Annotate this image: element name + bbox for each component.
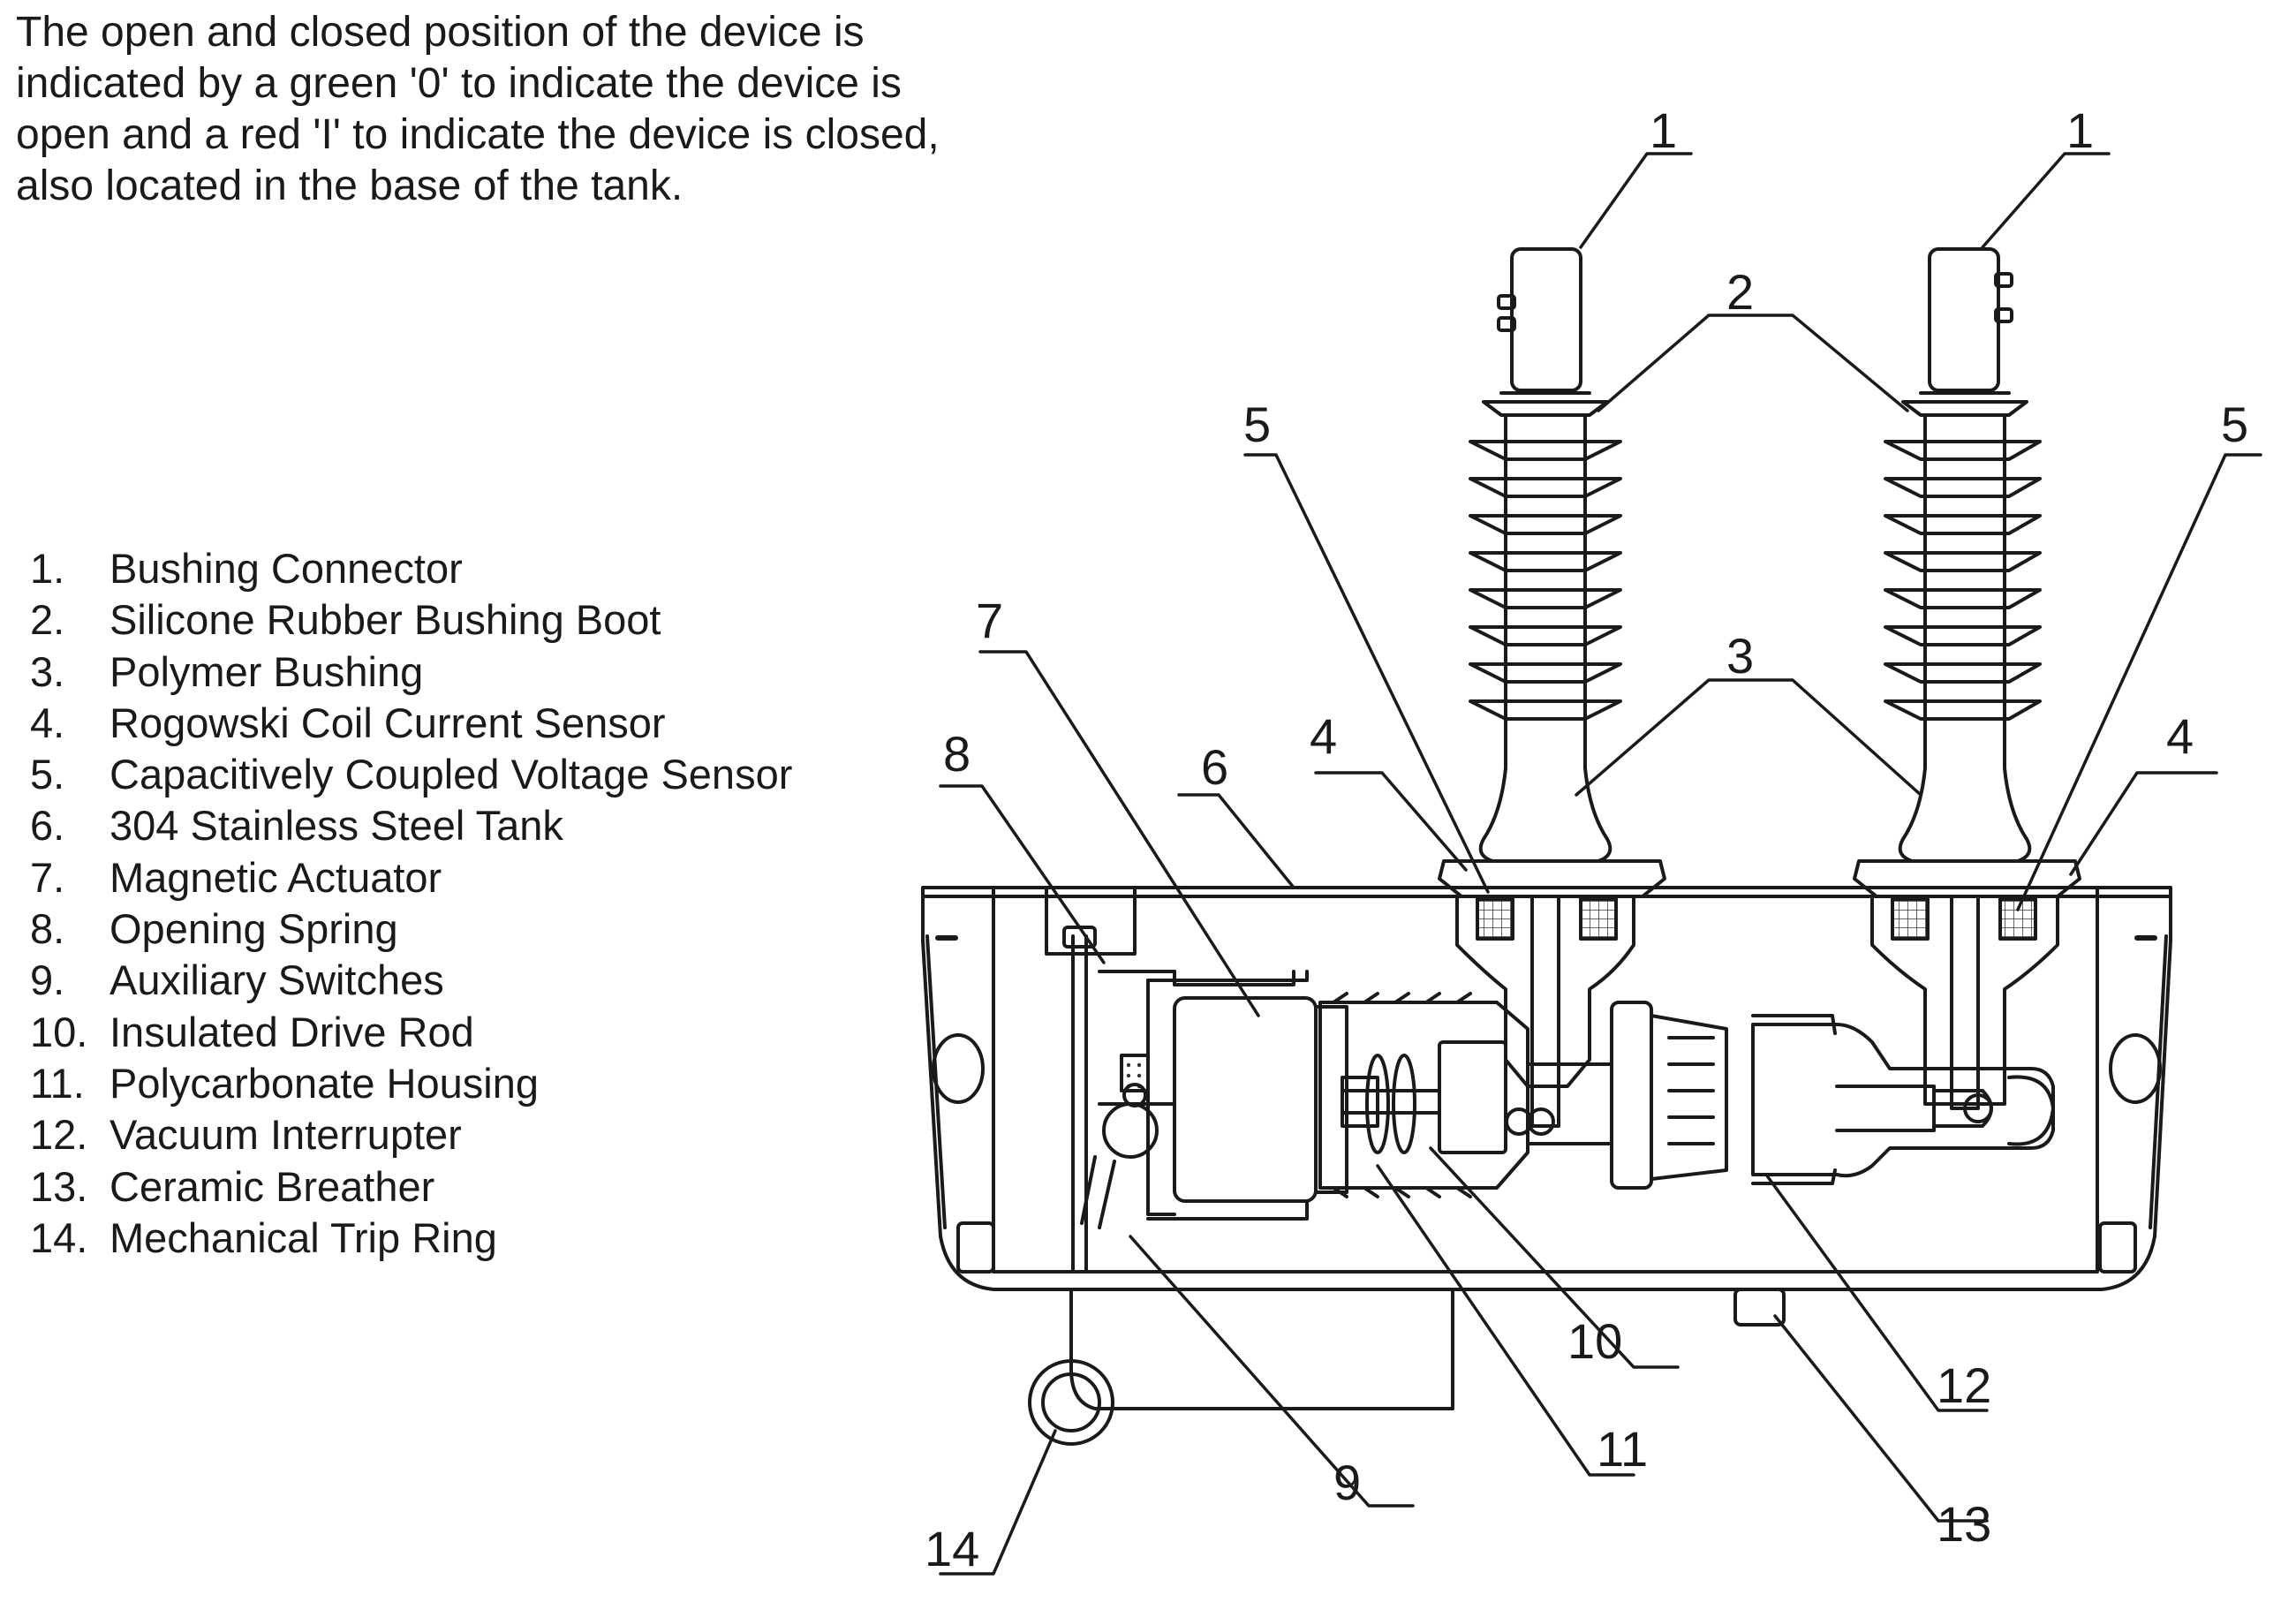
intro-paragraph: The open and closed position of the devi… [16, 7, 1014, 212]
callout-5-left: 5 [1243, 397, 1271, 452]
stainless-steel-tank [921, 886, 2172, 1291]
right-polymer-bushing [1853, 247, 2081, 1110]
callout-6: 6 [1201, 739, 1228, 795]
insulated-drive-rod [1341, 1040, 1555, 1154]
callout-13: 13 [1937, 1496, 1991, 1552]
mechanical-trip-ring [1028, 1288, 1454, 1446]
polycarbonate-housing [1318, 992, 1728, 1198]
intro-line: indicated by a green '0' to indicate the… [16, 60, 902, 107]
callout-5-right: 5 [2221, 397, 2248, 452]
legend-item: 11.Polycarbonate Housing [30, 1059, 539, 1107]
legend-item: 1.Bushing Connector [30, 545, 463, 592]
legend-item: 12.Vacuum Interrupter [30, 1111, 462, 1159]
callout-1-right: 1 [2066, 102, 2094, 158]
legend-item: 4.Rogowski Coil Current Sensor [30, 699, 666, 746]
callout-4-right: 4 [2166, 708, 2194, 764]
legend-item: 6.304 Stainless Steel Tank [30, 802, 563, 850]
callout-12: 12 [1937, 1357, 1991, 1413]
legend-item: 10.Insulated Drive Rod [30, 1008, 474, 1055]
callout-14: 14 [925, 1521, 979, 1576]
legend-item: 5.Capacitively Coupled Voltage Sensor [30, 751, 793, 798]
leader-lines [939, 152, 2262, 1576]
callout-11: 11 [1597, 1421, 1648, 1477]
callout-10: 10 [1567, 1313, 1622, 1369]
magnetic-actuator [1062, 926, 1379, 1274]
callout-2: 2 [1726, 264, 1754, 320]
intro-line: The open and closed position of the devi… [16, 9, 865, 56]
ceramic-breather [1733, 1288, 1786, 1327]
callout-3: 3 [1726, 628, 1754, 684]
legend-item: 8.Opening Spring [30, 905, 398, 953]
callout-1-left: 1 [1650, 102, 1677, 158]
callout-7: 7 [976, 593, 1003, 648]
legend-item: 14.Mechanical Trip Ring [30, 1213, 497, 1261]
parts-legend: 1.Bushing Connector 2.Silicone Rubber Bu… [30, 543, 792, 1264]
vacuum-interrupter [1751, 1014, 2055, 1185]
intro-line: also located in the base of the tank. [16, 163, 684, 209]
legend-item: 9.Auxiliary Switches [30, 956, 444, 1004]
callout-8: 8 [943, 726, 971, 782]
left-polymer-bushing [1438, 247, 1666, 1128]
intro-line: open and a red 'I' to indicate the devic… [16, 111, 940, 158]
legend-item: 13.Ceramic Breather [30, 1162, 435, 1210]
legend-item: 2.Silicone Rubber Bushing Boot [30, 596, 661, 644]
callout-9: 9 [1333, 1455, 1361, 1510]
callout-4-left: 4 [1310, 708, 1337, 764]
legend-item: 7.Magnetic Actuator [30, 853, 442, 901]
callout-numbers: 1 1 2 3 4 4 5 5 6 7 8 9 10 11 12 13 14 [925, 102, 2248, 1576]
legend-item: 3.Polymer Bushing [30, 647, 424, 695]
